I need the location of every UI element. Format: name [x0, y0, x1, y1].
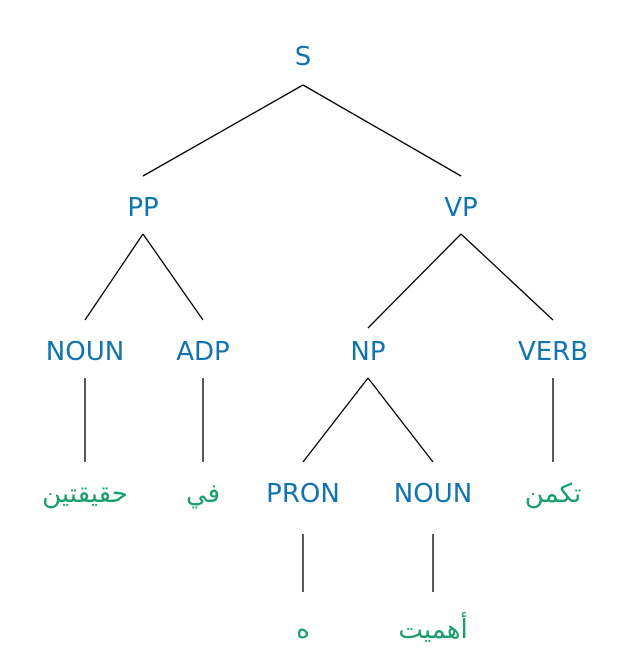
word-noun: حقيقتين: [42, 479, 128, 509]
node-noun: NOUN: [46, 337, 124, 367]
node-s: S: [295, 42, 312, 72]
node-pp: PP: [127, 193, 158, 223]
edge-s-pp: [142, 84, 304, 177]
edge-np-noun: [367, 377, 434, 463]
edge-pp-noun: [84, 233, 144, 321]
node-vp: VP: [444, 193, 477, 223]
word-verb: تكمن: [525, 479, 581, 509]
word-pron: ه: [296, 615, 310, 645]
edge-vp-np: [367, 233, 462, 329]
node-pron: PRON: [266, 479, 340, 509]
node-verb: VERB: [518, 337, 588, 367]
node-noun-2: NOUN: [394, 479, 472, 509]
edge-s-vp: [302, 84, 462, 177]
word-noun-2: أهميت: [398, 611, 467, 645]
edge-pp-adp: [142, 233, 204, 321]
node-np: NP: [350, 337, 385, 367]
edge-np-pron: [302, 377, 369, 463]
node-adp: ADP: [176, 337, 230, 367]
edge-vp-verb: [460, 233, 554, 321]
word-adp: في: [186, 479, 220, 509]
